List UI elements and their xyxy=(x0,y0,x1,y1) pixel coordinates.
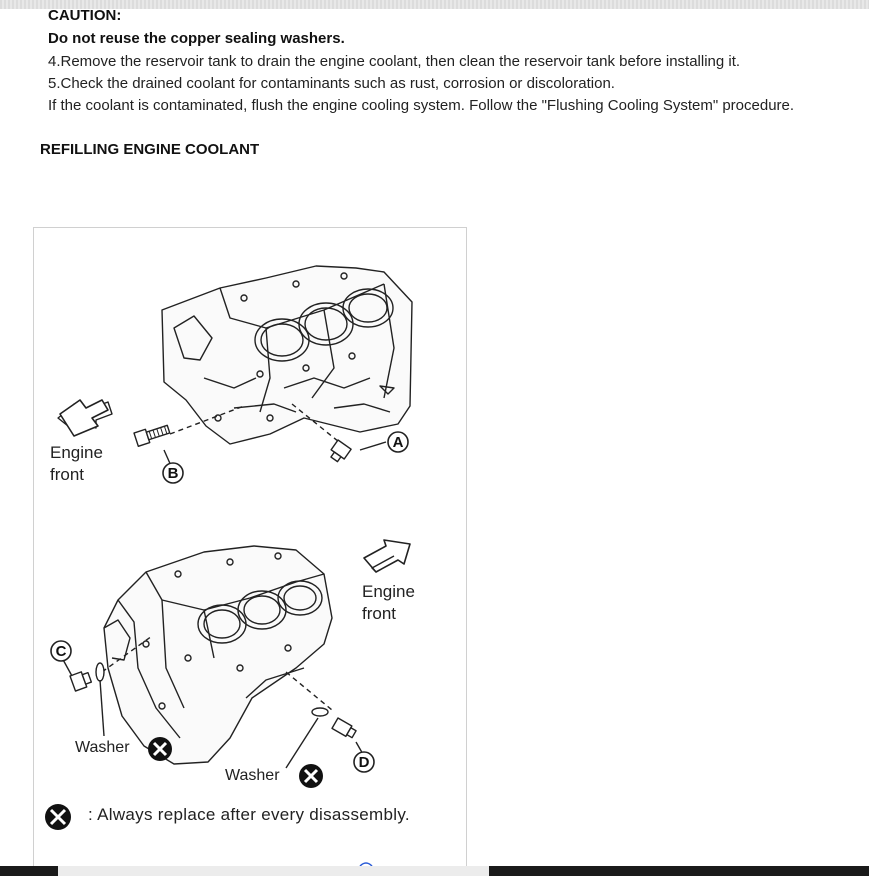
caution-body: Do not reuse the copper sealing washers. xyxy=(48,30,345,47)
callout-b: B xyxy=(168,465,179,482)
step-4-text: 4.Remove the reservoir tank to drain the… xyxy=(48,53,741,70)
bottom-bar-right-segment xyxy=(489,866,869,876)
engine-front-label-upper: Engine front xyxy=(50,443,103,484)
engine-block-illustration: A B C D xyxy=(45,265,413,866)
top-scroll-bar xyxy=(0,0,869,9)
washer-label-right: Washer xyxy=(225,767,280,784)
flush-note-text: If the coolant is contaminated, flush th… xyxy=(48,97,795,114)
callout-d: D xyxy=(359,754,370,771)
replace-mark-icon xyxy=(299,764,323,788)
callout-c: C xyxy=(56,643,67,660)
bottom-bar-left-segment xyxy=(0,866,58,876)
engine-front-label-lower: Engine front xyxy=(362,582,415,623)
legend-text: : Always replace after every disassembly… xyxy=(88,805,410,824)
bottom-bar xyxy=(0,866,869,876)
legend-replace-icon xyxy=(45,804,71,830)
step-5-text: 5.Check the drained coolant for contamin… xyxy=(48,75,615,92)
washer-label-left: Washer xyxy=(75,739,130,756)
callout-a: A xyxy=(393,434,404,451)
engine-block-diagram: A B C D Engine front Engine front xyxy=(33,227,467,867)
caution-title: CAUTION: xyxy=(48,7,122,24)
replace-mark-icon xyxy=(148,737,172,761)
section-heading: REFILLING ENGINE COOLANT xyxy=(40,141,260,158)
